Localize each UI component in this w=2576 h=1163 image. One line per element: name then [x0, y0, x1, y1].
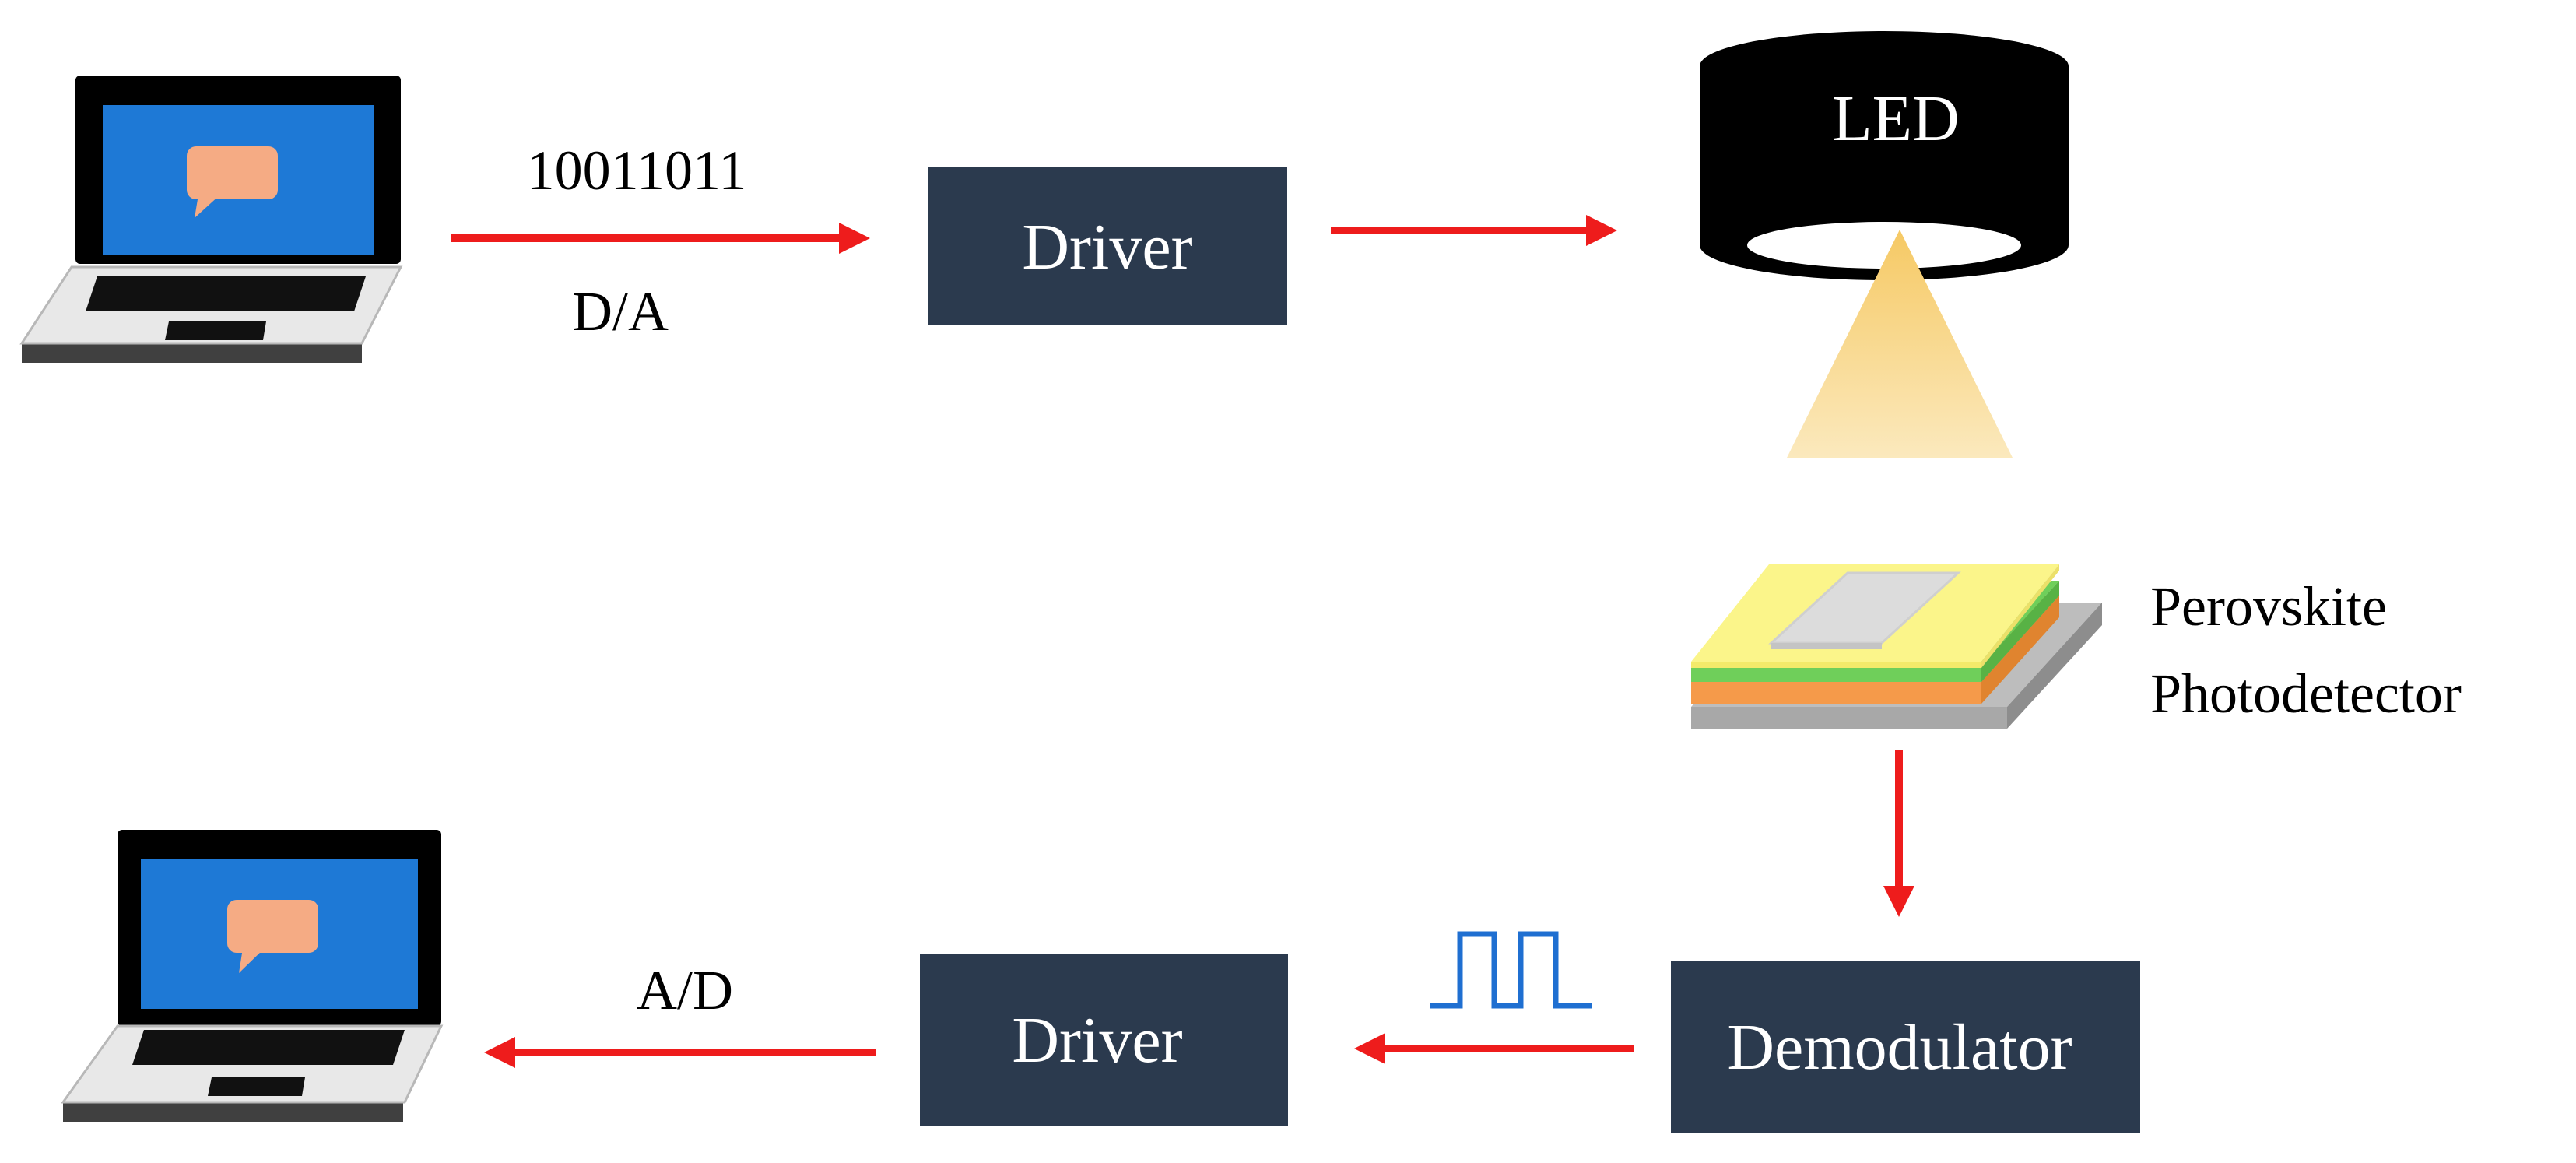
bit-sequence-label: 10011011	[527, 139, 747, 202]
ad-conversion-label: A/D	[637, 959, 733, 1021]
sender-chat-bubble-icon	[187, 146, 278, 218]
receive-driver-label: Driver	[1012, 1004, 1182, 1077]
transmit-driver-label: Driver	[1022, 211, 1192, 283]
demodulator-label: Demodulator	[1727, 1011, 2072, 1084]
photodetector-label: Photodetector	[2150, 662, 2462, 725]
laptop-to-driver-arrow	[451, 223, 870, 254]
sender-laptop-icon	[19, 76, 403, 363]
driver-to-laptop-arrow	[484, 1037, 876, 1068]
led-label: LED	[1832, 83, 1959, 155]
detector-to-demodulator-arrow	[1883, 750, 1914, 917]
led-lamp-icon: LED	[1700, 31, 2069, 280]
receiver-chat-bubble-icon	[227, 900, 318, 973]
photodetector-device-icon	[1691, 564, 2102, 729]
transmit-driver-box: Driver	[928, 167, 1287, 325]
receive-driver-box: Driver	[920, 954, 1288, 1126]
light-cone-icon	[1787, 230, 2013, 458]
perovskite-label: Perovskite	[2150, 575, 2387, 638]
driver-to-led-arrow	[1331, 215, 1617, 246]
da-conversion-label: D/A	[572, 280, 669, 343]
demodulator-box: Demodulator	[1671, 961, 2140, 1133]
square-wave-icon	[1430, 931, 1592, 1009]
receiver-laptop-icon	[61, 830, 444, 1122]
demodulator-to-driver-arrow	[1354, 1033, 1634, 1064]
